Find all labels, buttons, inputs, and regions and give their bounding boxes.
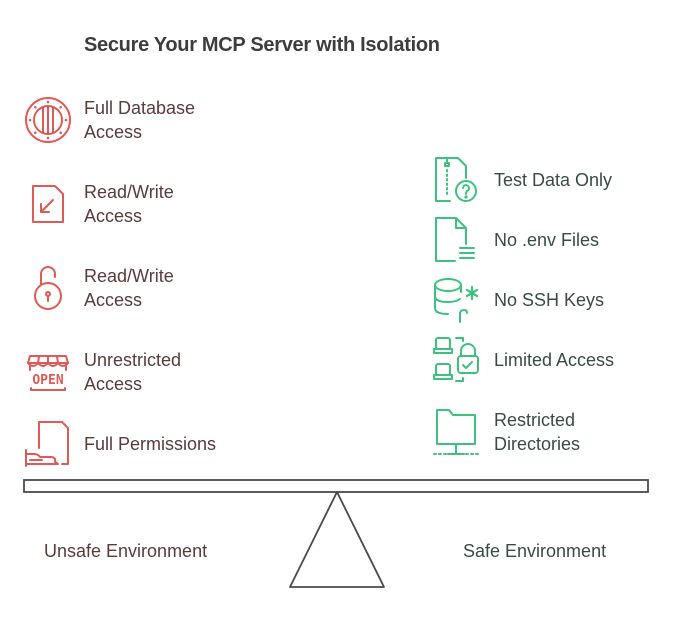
- item-label-line1: No SSH Keys: [494, 290, 605, 310]
- database-key-icon: [430, 274, 482, 326]
- safe-environment-label: Safe Environment: [463, 541, 607, 561]
- item-label-line1: Read/Write: [84, 266, 174, 286]
- item-label-line1: Restricted: [494, 410, 576, 430]
- unsafe-item-full-permissions: Full Permissions: [22, 418, 216, 470]
- porthole-icon: [22, 94, 74, 146]
- unlocked-padlock-icon: [22, 262, 74, 314]
- item-label-line2: Access: [84, 290, 143, 310]
- svg-text:OPEN: OPEN: [32, 373, 63, 388]
- safe-item-limited-access: Limited Access: [430, 334, 614, 386]
- item-label-line2: Access: [84, 122, 143, 142]
- item-label-line1: Read/Write: [84, 182, 174, 202]
- file-import-icon: [22, 178, 74, 230]
- safe-item-no-ssh: No SSH Keys: [430, 274, 604, 326]
- item-label-line1: Limited Access: [494, 350, 615, 370]
- safe-item-test-data: Test Data Only: [430, 154, 612, 206]
- seesaw-fulcrum: [289, 491, 385, 588]
- item-label-line1: Full Database: [84, 98, 196, 118]
- item-label-line1: Full Permissions: [84, 434, 217, 454]
- unsafe-environment-label: Unsafe Environment: [44, 541, 208, 561]
- item-label-line2: Directories: [494, 434, 581, 454]
- safe-item-restricted-directories: Restricted Directories: [430, 406, 580, 458]
- hand-document-icon: [22, 418, 74, 470]
- unsafe-item-read-write-1: Read/Write Access: [22, 178, 174, 230]
- item-label-line2: Access: [84, 374, 143, 394]
- diagram-title: Secure Your MCP Server with Isolation: [84, 34, 440, 56]
- item-label-line1: No .env Files: [494, 230, 600, 250]
- zip-file-question-icon: [430, 154, 482, 206]
- unsafe-item-read-write-2: Read/Write Access: [22, 262, 174, 314]
- seesaw-beam: [23, 479, 649, 493]
- unsafe-item-full-database: Full Database Access: [22, 94, 195, 146]
- item-label-line1: Test Data Only: [494, 170, 613, 190]
- safe-item-no-env: No .env Files: [430, 214, 599, 266]
- computers-lock-icon: [430, 334, 482, 386]
- open-sign-icon: OPEN: [22, 346, 74, 398]
- item-label-line2: Access: [84, 206, 143, 226]
- network-folder-icon: [430, 406, 482, 458]
- item-label-line1: Unrestricted: [84, 350, 182, 370]
- unsafe-item-unrestricted: OPEN Unrestricted Access: [22, 346, 181, 398]
- document-lines-icon: [430, 214, 482, 266]
